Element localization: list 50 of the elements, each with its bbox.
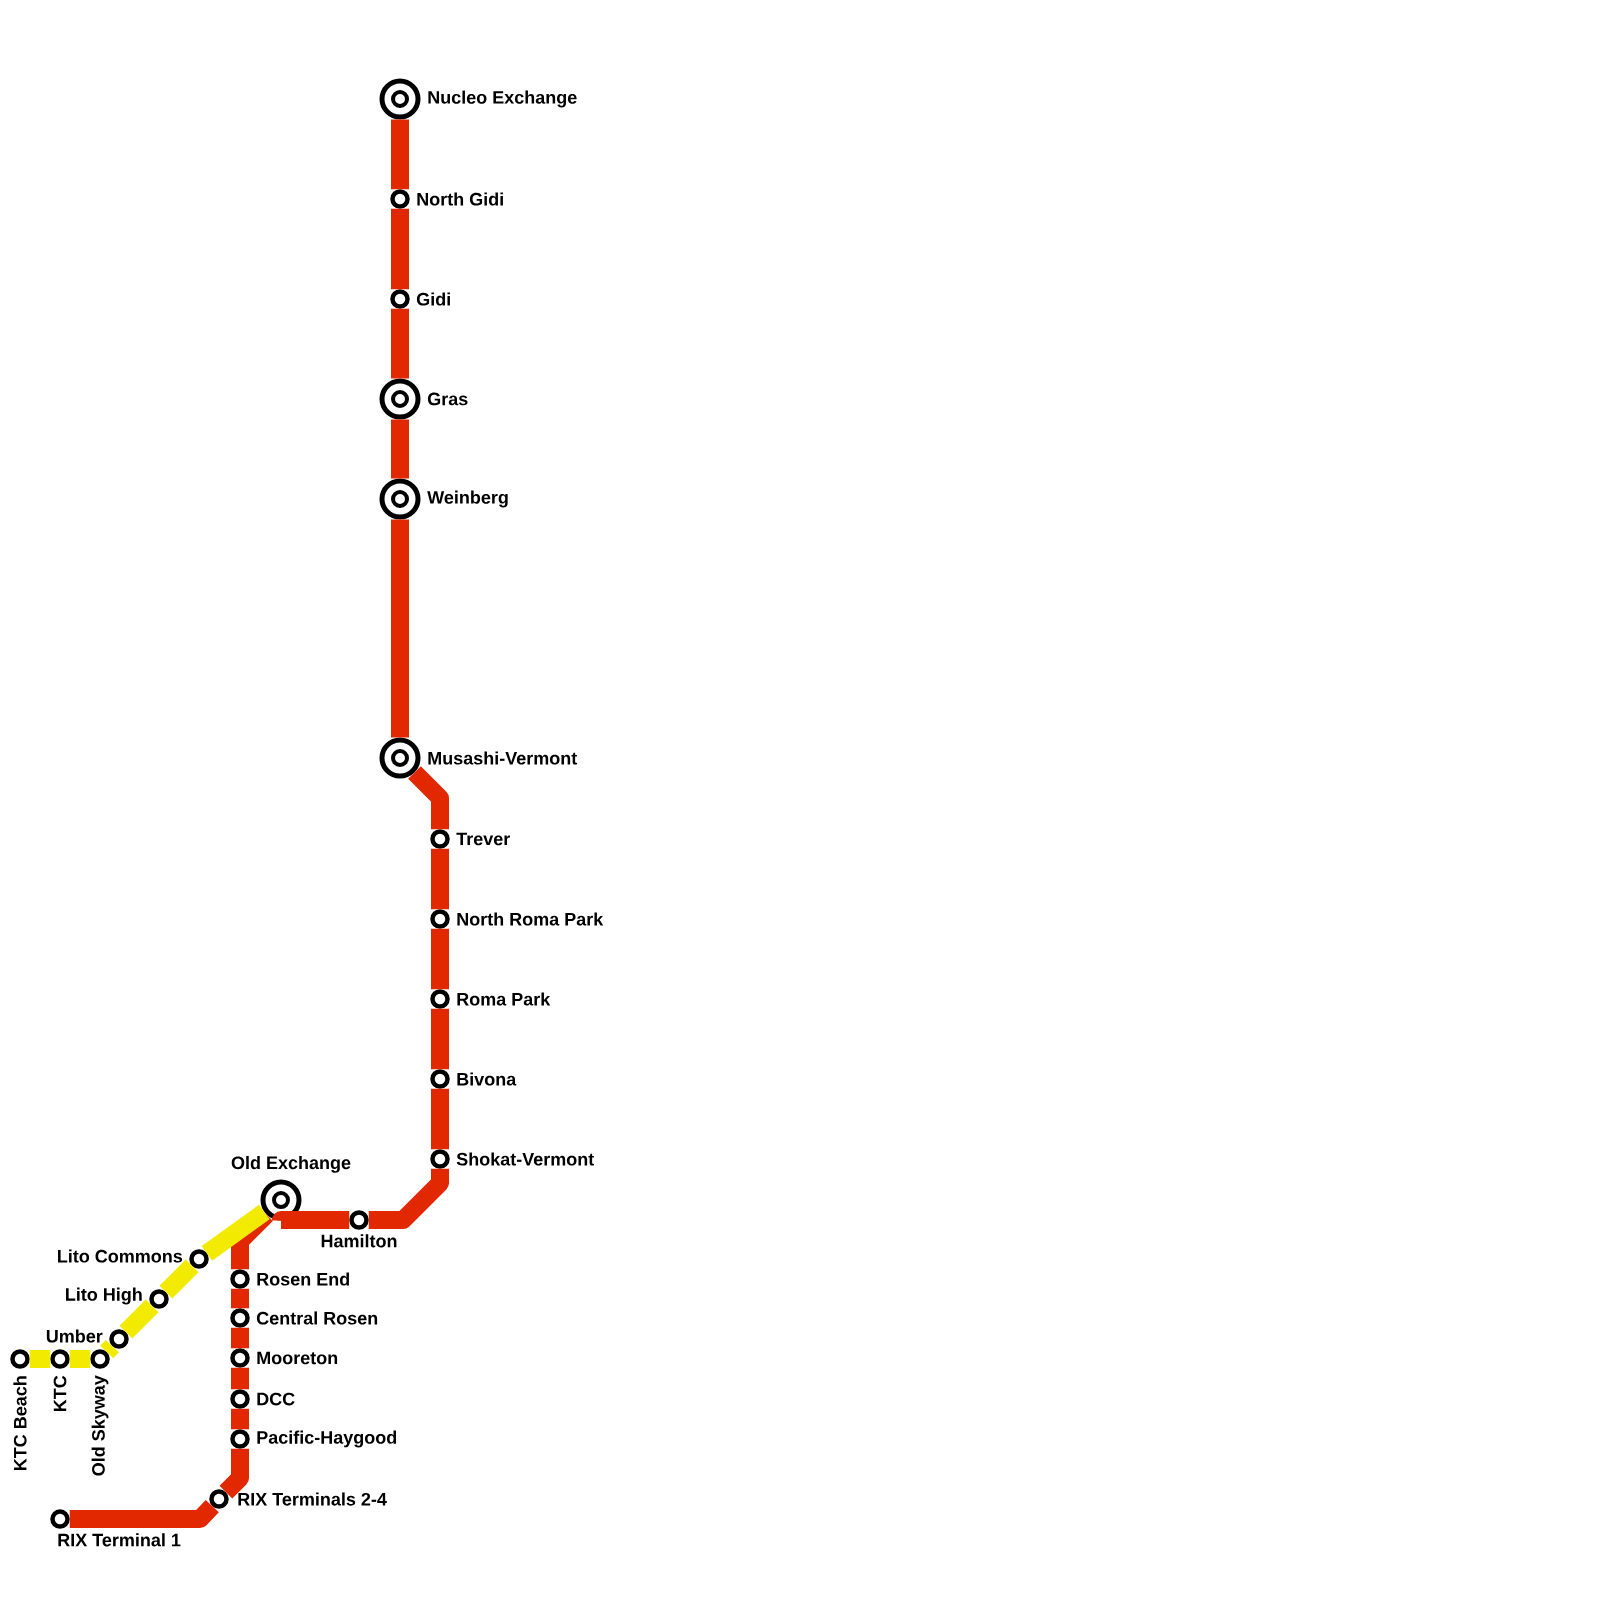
line-segment [391,419,409,479]
line-segment [431,848,449,910]
station-name: North Gidi [417,192,503,206]
line-segment [119,1299,159,1339]
station-name: Central Rosen [256,1311,378,1325]
line-segment [159,1259,199,1299]
line-segment [391,119,409,190]
line-segment [391,519,409,738]
line-segment [231,1408,249,1430]
station-name: Mooreton [257,1351,338,1365]
line-segment [231,1367,249,1390]
line-segment [431,1088,449,1150]
line-segment [272,1211,350,1230]
line-segment [69,1350,91,1368]
line-segment [368,1168,449,1229]
line-segment [408,766,449,830]
line-segment [219,1448,249,1499]
line-segment [69,1499,219,1528]
line-segment [431,928,449,990]
station-name: Pacific-Haygood [257,1430,397,1448]
station-name: Rosen End [257,1272,349,1286]
station-name: Trever [456,832,510,846]
station-name: KTC [53,1375,67,1411]
station-name: Lito High [66,1287,142,1305]
line-segment [391,308,409,379]
line-segment [100,1339,119,1359]
station-name: RIX Terminals 2-4 [238,1492,387,1506]
line-segment [431,1008,449,1070]
station-name: Nucleo Exchange [428,90,577,108]
station-name: Umber [46,1329,103,1343]
line-segment [231,1288,249,1309]
station-name: Roma Park [457,992,551,1006]
station-name: Bivona [457,1072,517,1086]
station-name: RIX Terminal 1 [58,1533,181,1547]
station-name: DCC [257,1392,295,1406]
station-name: Old Exchange [231,1155,351,1173]
station-name: Weinberg [427,490,508,508]
station-name: Old Skyway [91,1375,109,1476]
station-name: Hamilton [321,1234,397,1248]
station-name: Lito Commons [58,1249,183,1263]
line-segment [29,1350,51,1368]
station-name: Gras [427,392,468,406]
station-name: KTC Beach [13,1376,27,1471]
station-name: Gidi [416,292,450,306]
station-name: Musashi-Vermont [428,751,577,765]
line-segment [391,208,409,290]
line-segment [201,1204,270,1261]
station-name: Shokat-Vermont [456,1152,594,1166]
line-segment [231,1327,249,1349]
station-name: North Roma Park [457,912,604,926]
